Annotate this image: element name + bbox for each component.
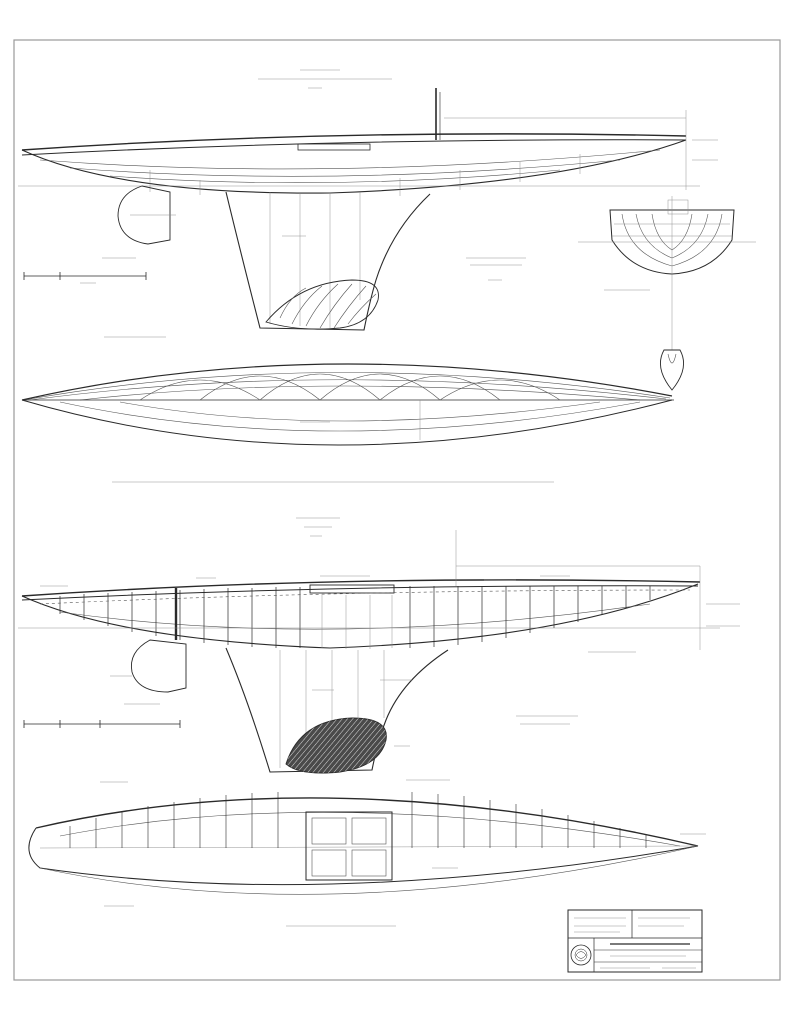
- sheet-frame: [13, 39, 781, 981]
- scale-bar-bottom: [23, 720, 181, 728]
- construction-profile: [18, 530, 740, 650]
- rudder-top: [117, 185, 176, 245]
- lead-ballast-bottom: [285, 717, 387, 774]
- rudder-bottom: [110, 639, 187, 705]
- top-drawing-title: [258, 69, 392, 89]
- half-breadth-plan: [21, 336, 674, 446]
- keel-fin: [149, 154, 581, 331]
- title-block: [567, 909, 703, 973]
- lead-ballast-top: [265, 279, 379, 330]
- seal-stamp: [570, 944, 592, 966]
- bottom-annotations: [40, 575, 636, 747]
- deck-plan: [28, 779, 706, 907]
- bottom-drawing-title: [296, 517, 340, 537]
- top-annotations: [102, 235, 650, 291]
- body-plan-section: [578, 196, 756, 391]
- sheer-profile: [18, 88, 718, 194]
- scale-bar-top: [23, 272, 147, 284]
